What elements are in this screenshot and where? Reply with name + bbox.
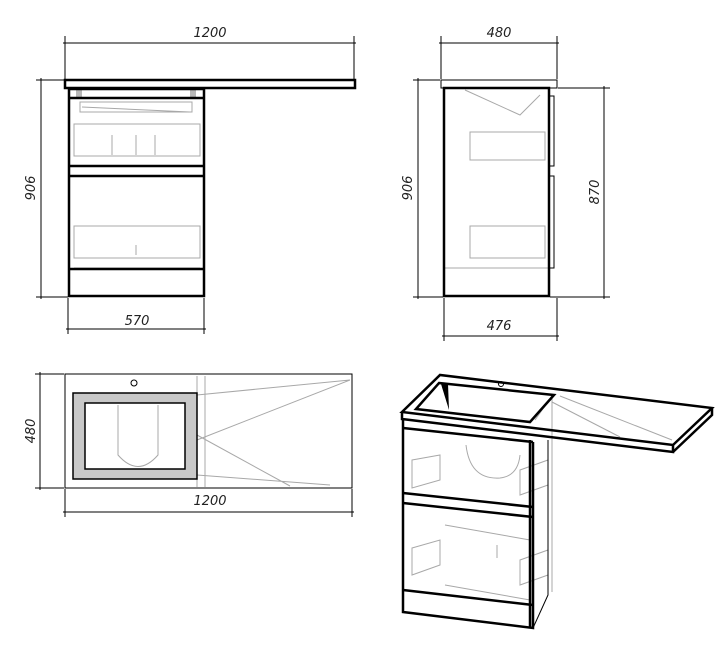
side-view-hidden-lines xyxy=(444,89,549,269)
cabinet-body xyxy=(67,87,206,298)
iso-tap-hole-icon xyxy=(498,381,504,387)
countertop xyxy=(63,78,357,90)
top-width-dimension: 1200 xyxy=(193,494,226,509)
side-height-dimension: 906 xyxy=(401,176,416,201)
side-door-bottom xyxy=(548,175,555,269)
side-body-depth-dimension: 476 xyxy=(487,319,512,334)
top-countertop xyxy=(64,373,353,489)
front-view-hidden-lines xyxy=(73,101,201,269)
side-view: 480 906 870 476 xyxy=(401,26,610,341)
iso-sink xyxy=(413,381,557,424)
top-view: 480 1200 xyxy=(24,372,354,517)
front-height-dimension: 906 xyxy=(24,176,39,201)
tap-hole-icon xyxy=(130,379,138,387)
side-depth-dimension: 480 xyxy=(487,26,512,41)
iso-cabinet-front xyxy=(401,420,535,630)
front-width-dimension: 1200 xyxy=(193,26,226,41)
iso-top-drawer xyxy=(402,426,534,509)
side-dimension-lines xyxy=(413,36,610,341)
front-body-width-dimension: 570 xyxy=(125,314,150,329)
side-door-top xyxy=(548,95,555,167)
side-body xyxy=(442,86,551,298)
side-door-height-dimension: 870 xyxy=(588,180,603,205)
iso-cabinet-side xyxy=(532,440,549,629)
front-view: 1200 906 570 xyxy=(24,26,357,334)
iso-sink-shadow xyxy=(441,384,449,410)
bracket-left xyxy=(76,88,82,98)
bracket-right xyxy=(190,88,196,98)
top-dimension-lines xyxy=(35,372,354,517)
top-depth-dimension: 480 xyxy=(24,419,39,444)
isometric-view xyxy=(399,373,715,630)
front-dimension-lines xyxy=(36,36,356,334)
sink-bowl xyxy=(84,402,186,470)
iso-countertop-top xyxy=(399,373,715,447)
iso-countertop-edge xyxy=(400,408,714,454)
iso-bottom-drawer xyxy=(402,501,534,607)
